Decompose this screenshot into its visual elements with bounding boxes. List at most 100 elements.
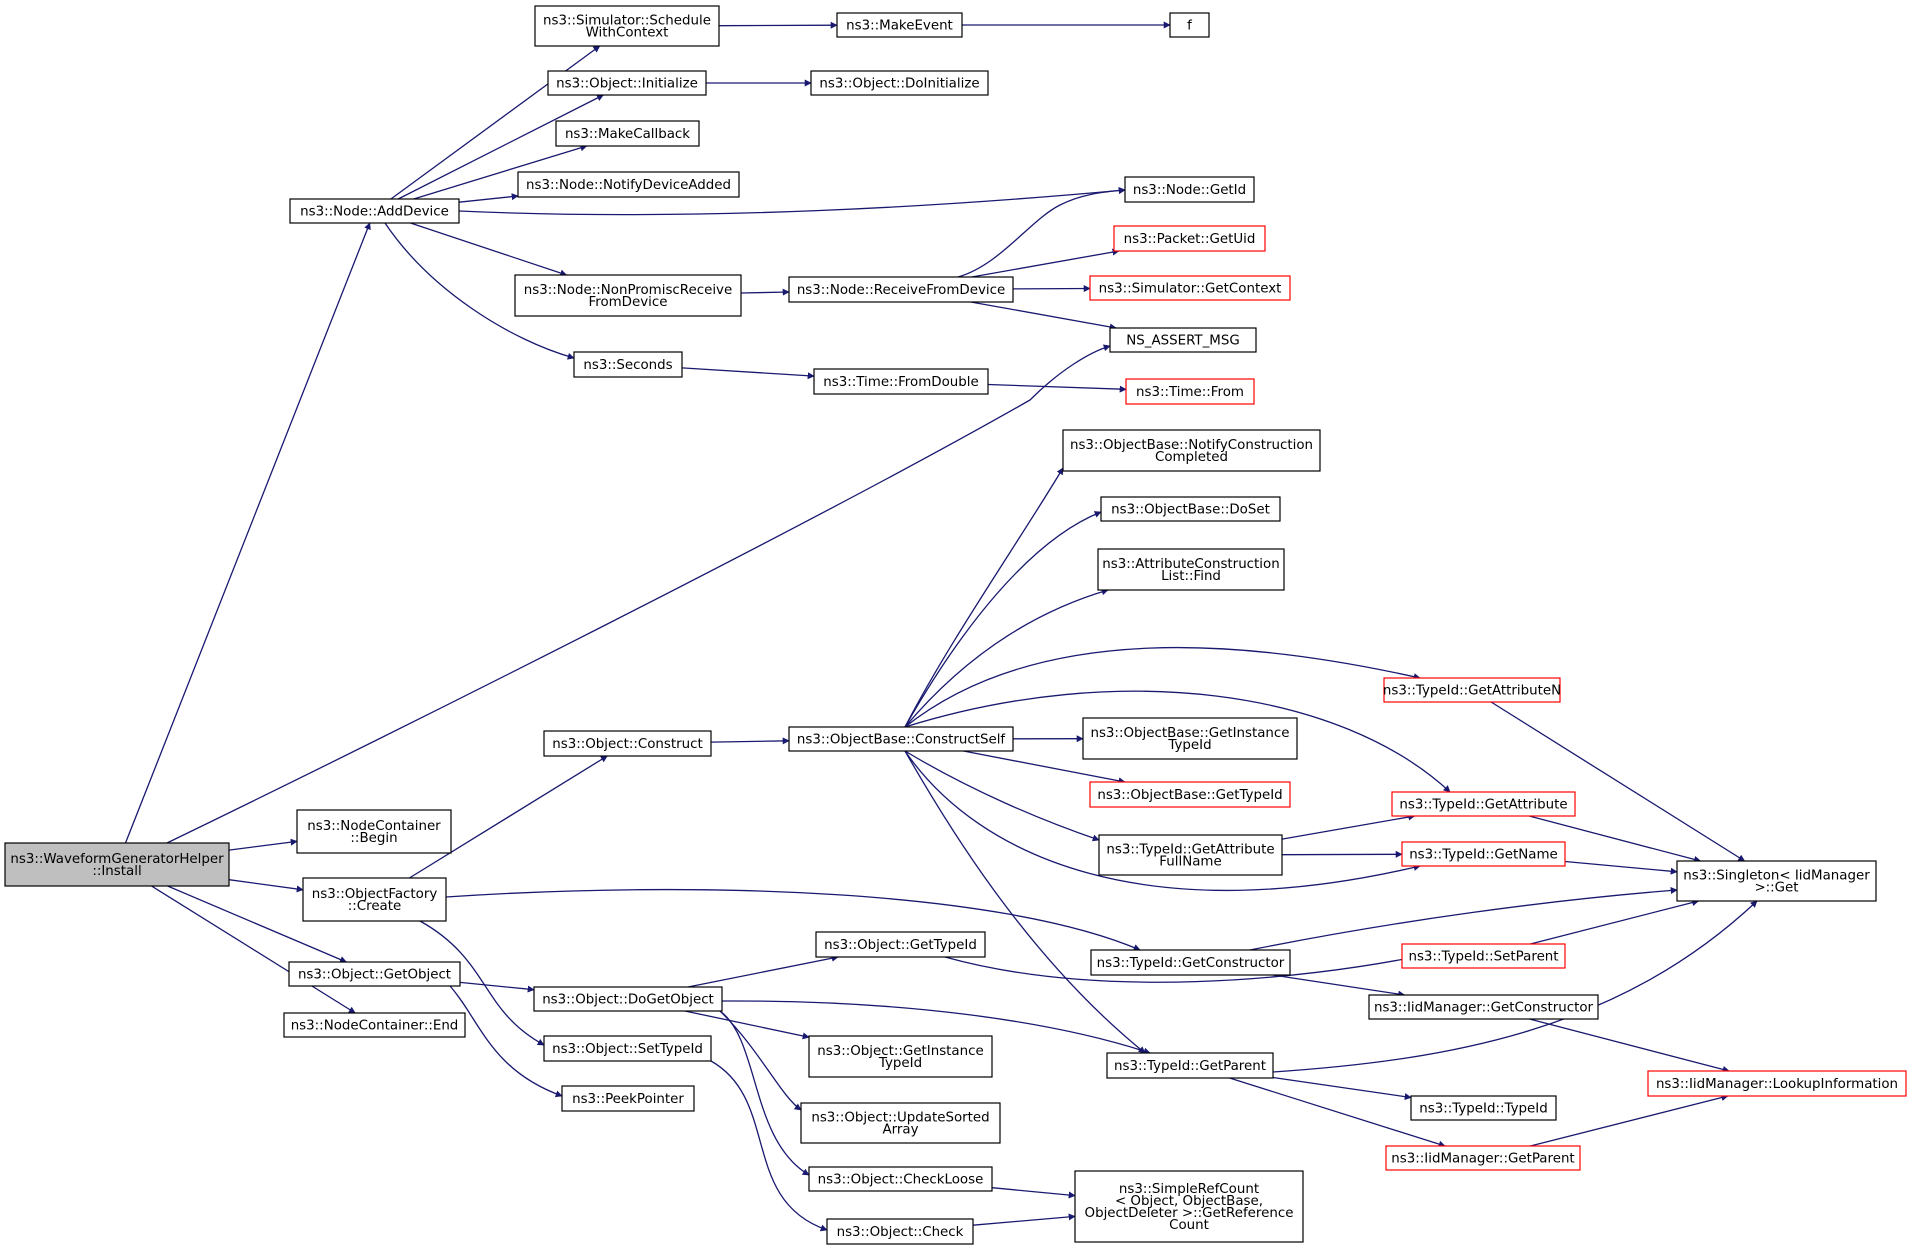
node-label-line: ::Install [92,864,141,879]
node-wgh-install: ns3::WaveformGeneratorHelper::Install [4,842,230,887]
node-object-doinitialize[interactable]: ns3::Object::DoInitialize [810,70,989,96]
function-nodes: ns3::WaveformGeneratorHelper::Installns3… [4,5,1907,1245]
node-label-line: ns3::Object::DoGetObject [542,993,714,1008]
node-nodecontainer-begin[interactable]: ns3::NodeContainer::Begin [296,809,452,854]
node-object-getobject[interactable]: ns3::Object::GetObject [288,961,461,987]
node-node-getid[interactable]: ns3::Node::GetId [1124,176,1255,203]
node-label-line: ns3::Object::Construct [552,737,703,752]
node-box [1410,1095,1557,1121]
call-edge-object-dogetobject-to-typeid-getparent [721,1000,1151,1055]
call-edge-seconds-to-time-fromdouble [681,367,815,380]
node-nodecontainer-end[interactable]: ns3::NodeContainer::End [283,1012,466,1038]
node-typeid-getconstructor[interactable]: ns3::TypeId::GetConstructor [1090,949,1291,976]
node-label-line: ns3::TypeId::TypeId [1419,1102,1547,1117]
node-simplerefcount-getreferencecount[interactable]: ns3::SimpleRefCount< Object, ObjectBase,… [1074,1170,1304,1243]
call-edge-wgh-install-to-nodecontainer-begin [228,838,298,851]
node-box [534,5,720,47]
call-edge-typeid-getname-to-singleton-iidmanager-get [1564,860,1678,875]
node-label-line: ns3::Node::ReceiveFromDevice [797,283,1005,298]
call-edge-typeid-setparent-to-singleton-iidmanager-get [1530,899,1700,945]
node-typeid-getattribute[interactable]: ns3::TypeId::GetAttribute [1391,791,1576,817]
node-typeid-typeid[interactable]: ns3::TypeId::TypeId [1410,1095,1557,1121]
node-label-line: FullName [1159,855,1221,870]
node-object-gettypeid[interactable]: ns3::Object::GetTypeId [815,931,986,958]
node-label-line: f [1187,19,1192,34]
node-typeid-getparent[interactable]: ns3::TypeId::GetParent [1106,1052,1274,1079]
node-simulator-getcontext[interactable]: ns3::Simulator::GetContext [1089,275,1291,301]
node-node-adddevice[interactable]: ns3::Node::AddDevice [289,198,460,224]
node-object-settypeid[interactable]: ns3::Object::SetTypeId [543,1035,712,1062]
node-packet-getuid[interactable]: ns3::Packet::GetUid [1113,225,1266,252]
node-objectfactory-create[interactable]: ns3::ObjectFactory::Create [302,877,447,922]
node-label-line: >::Get [1754,881,1798,896]
call-edge-object-gettypeid-to-typeid-setparent [944,953,1421,983]
node-label-line: ns3::Simulator::GetContext [1099,282,1282,297]
node-iidmanager-lookupinformation[interactable]: ns3::IidManager::LookupInformation [1647,1070,1907,1097]
node-time-fromdouble[interactable]: ns3::Time::FromDouble [813,368,989,395]
node-makeevent[interactable]: ns3::MakeEvent [836,12,963,38]
call-edge-object-check-to-simplerefcount-getreferencecount [972,1213,1076,1226]
node-makecallback[interactable]: ns3::MakeCallback [555,120,700,147]
call-edge-node-receivefromdevice-to-node-getid [957,187,1126,278]
node-box [1391,791,1576,817]
node-iidmanager-getconstructor[interactable]: ns3::IidManager::GetConstructor [1368,994,1599,1020]
node-typeid-setparent[interactable]: ns3::TypeId::SetParent [1401,943,1566,969]
call-edge-typeid-getattribute-to-singleton-iidmanager-get [1529,815,1702,863]
node-label-line: List::Find [1161,569,1221,584]
node-time-from[interactable]: ns3::Time::From [1125,378,1255,405]
node-objectbase-gettypeid[interactable]: ns3::ObjectBase::GetTypeId [1089,781,1291,808]
node-box [1385,1145,1581,1171]
call-edge-object-getobject-to-object-dogetobject [459,981,535,993]
call-edge-node-adddevice-to-makecallback [413,144,588,200]
node-box [1647,1070,1907,1097]
node-box [1401,943,1566,969]
node-label-line: ns3::Singleton< IidManager [1683,869,1870,884]
node-typeid-getname[interactable]: ns3::TypeId::GetName [1401,841,1566,867]
node-box [1089,781,1291,808]
call-edge-iidmanager-getconstructor-to-iidmanager-lookupinformation [1529,1018,1730,1073]
node-object-dogetobject[interactable]: ns3::Object::DoGetObject [533,986,723,1012]
node-f[interactable]: f [1169,12,1210,38]
node-label-line: < Object, ObjectBase, [1115,1194,1263,1209]
node-objectbase-constructself[interactable]: ns3::ObjectBase::ConstructSelf [788,726,1014,752]
node-label-line: Array [882,1123,918,1138]
call-edge-object-dogetobject-to-object-getinstancetypeid [684,1010,810,1040]
node-box [800,1102,1001,1144]
node-label-line: ns3::Object::GetObject [298,968,451,983]
node-object-initialize[interactable]: ns3::Object::Initialize [547,70,707,96]
node-label-line: Completed [1155,450,1228,465]
node-peekpointer[interactable]: ns3::PeekPointer [561,1085,695,1112]
call-edge-objectbase-constructself-to-typeid-getattributen [904,646,1421,728]
node-label-line: ns3::TypeId::GetConstructor [1097,956,1285,971]
call-edge-objectfactory-create-to-typeid-getconstructor [445,888,1141,951]
node-node-notifydeviceadded[interactable]: ns3::Node::NotifyDeviceAdded [517,171,740,198]
node-box [788,276,1014,303]
node-label-line: ::Begin [350,831,397,846]
call-edge-object-getobject-to-peekpointer [449,985,563,1098]
node-iidmanager-getparent[interactable]: ns3::IidManager::GetParent [1385,1145,1581,1171]
node-typeid-getattributen[interactable]: ns3::TypeId::GetAttributeN [1383,677,1561,703]
node-object-construct[interactable]: ns3::Object::Construct [543,730,712,757]
node-object-check[interactable]: ns3::Object::Check [826,1218,974,1245]
node-box [517,171,740,198]
node-label-line: ns3::Object::DoInitialize [819,77,979,92]
node-seconds[interactable]: ns3::Seconds [573,351,683,378]
node-box [288,961,461,987]
node-node-receivefromdevice[interactable]: ns3::Node::ReceiveFromDevice [788,276,1014,303]
node-objectbase-notifyconstructioncompleted[interactable]: ns3::ObjectBase::NotifyConstructionCompl… [1062,429,1321,472]
node-ns-assert-msg[interactable]: NS_ASSERT_MSG [1109,327,1257,353]
node-singleton-iidmanager-get[interactable]: ns3::Singleton< IidManager>::Get [1676,860,1877,902]
node-label-line: ObjectDeleter >::GetReference [1085,1206,1294,1221]
call-edge-simulator-schedulewithcontext-to-makeevent [718,21,838,29]
node-object-checkloose[interactable]: ns3::Object::CheckLoose [808,1166,993,1192]
node-box [1124,176,1255,203]
node-objectbase-doset[interactable]: ns3::ObjectBase::DoSet [1100,496,1281,522]
node-label-line: ns3::IidManager::GetParent [1391,1152,1574,1167]
